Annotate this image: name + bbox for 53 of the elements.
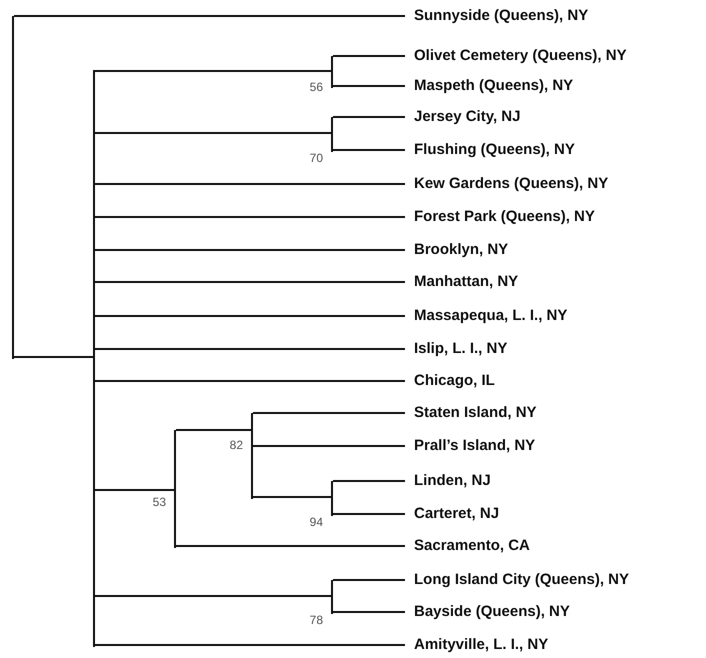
taxon-label: Carteret, NJ (414, 505, 500, 523)
taxon-label: Maspeth (Queens), NY (414, 77, 574, 95)
branch-line (253, 496, 332, 498)
branch-line (253, 445, 405, 447)
branch-line (95, 249, 405, 251)
branch-line (333, 85, 405, 87)
bootstrap-value: 53 (152, 495, 166, 509)
taxon-label: Long Island City (Queens), NY (414, 571, 630, 589)
branch-line (333, 611, 405, 613)
branch-line (95, 595, 332, 597)
taxon-label: Olivet Cemetery (Queens), NY (414, 47, 627, 65)
branch-line (95, 489, 175, 491)
branch-line (333, 579, 405, 581)
branch-line (333, 116, 405, 118)
bootstrap-value: 70 (310, 151, 323, 165)
taxon-label: Massapequa, L. I., NY (414, 307, 568, 325)
branch-line (95, 281, 405, 283)
branch-line (95, 216, 405, 218)
taxon-label: Islip, L. I., NY (414, 340, 508, 358)
branch-line (333, 149, 405, 151)
taxon-label: Brooklyn, NY (414, 241, 508, 259)
branch-line (333, 480, 405, 482)
branch-line (176, 545, 405, 547)
bootstrap-value: 78 (310, 613, 323, 627)
bootstrap-value: 94 (310, 515, 323, 529)
branch-line (95, 183, 405, 185)
taxon-label: Forest Park (Queens), NY (414, 208, 595, 226)
taxon-label: Kew Gardens (Queens), NY (414, 175, 608, 193)
taxon-label: Chicago, IL (414, 372, 495, 390)
branch-line (333, 513, 405, 515)
taxon-label: Sacramento, CA (414, 537, 530, 555)
branch-line (95, 315, 405, 317)
taxon-label: Amityville, L. I., NY (414, 636, 548, 654)
taxon-label: Staten Island, NY (414, 404, 537, 422)
bootstrap-value: 56 (310, 80, 323, 94)
branch-line (95, 70, 332, 72)
taxon-label: Manhattan, NY (414, 273, 518, 291)
bootstrap-value: 82 (230, 438, 243, 452)
branch-line (95, 348, 405, 350)
taxon-label: Jersey City, NJ (414, 108, 520, 126)
branch-line (14, 356, 94, 358)
taxon-label: Bayside (Queens), NY (414, 603, 570, 621)
branch-line (253, 412, 405, 414)
taxon-label: Flushing (Queens), NY (414, 141, 575, 159)
taxon-label: Prall’s Island, NY (414, 437, 536, 455)
branch-line (95, 132, 332, 134)
branch-line (176, 429, 252, 431)
branch-line (333, 55, 405, 57)
taxon-label: Sunnyside (Queens), NY (414, 7, 588, 25)
branch-line (95, 644, 405, 646)
branch-line (14, 15, 405, 17)
branch-line (95, 380, 405, 382)
taxon-label: Linden, NJ (414, 472, 491, 490)
